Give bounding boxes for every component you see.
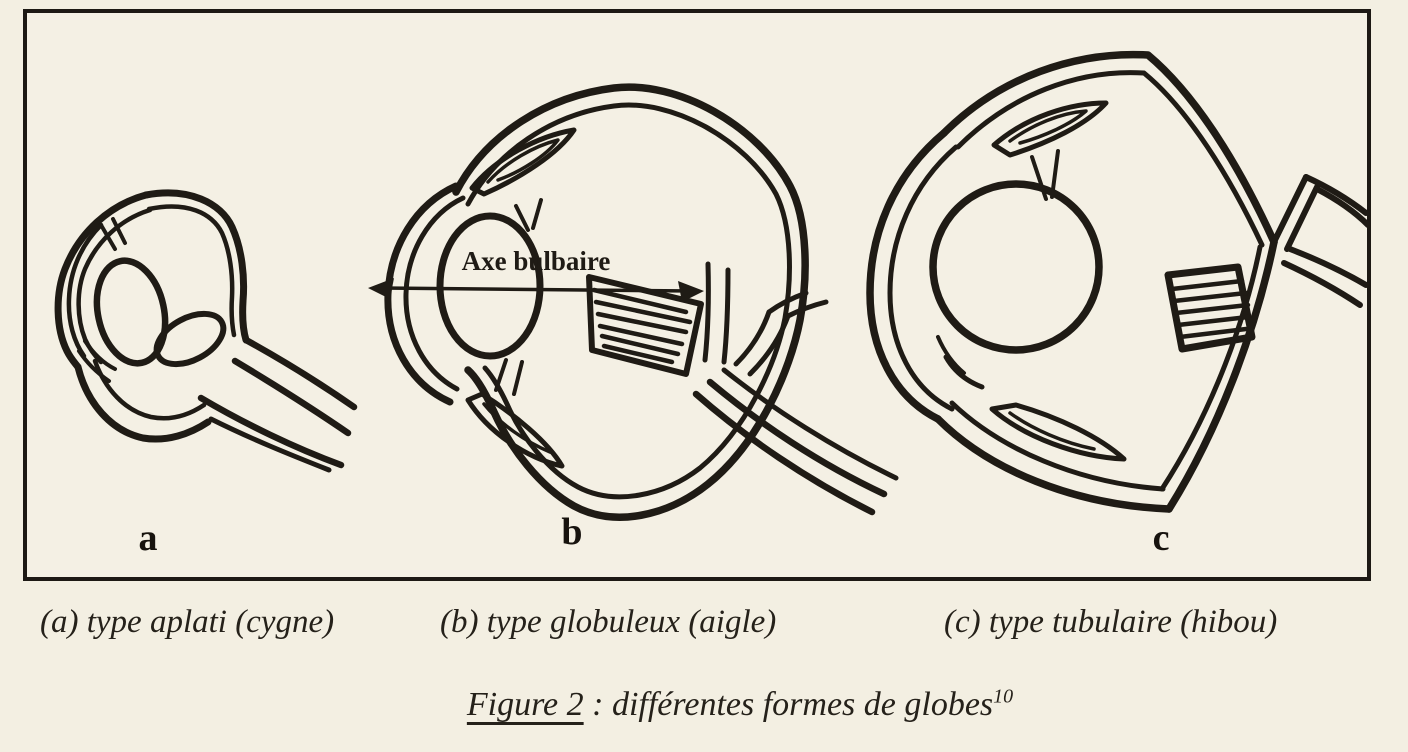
- panel-letter-a: a: [138, 517, 158, 559]
- bulbar-axis-label: Axe bulbaire: [462, 246, 611, 276]
- pecten: [1164, 263, 1256, 353]
- optic-nerve: [692, 261, 899, 516]
- lens: [929, 180, 1103, 354]
- scleral-ossicle-upper: [991, 100, 1109, 158]
- pecten-hatching: [1169, 278, 1251, 340]
- eye-diagram-tubular: [866, 50, 1370, 513]
- panel-label-flattened: (a) type aplati (cygne): [40, 604, 335, 640]
- sclera-outline: [934, 50, 1278, 513]
- sclera-outline: [54, 189, 250, 443]
- eye-diagram-globular: Axe bulbaire: [368, 83, 899, 521]
- panel-letter-c: c: [1152, 517, 1170, 559]
- panel-letter-b: b: [561, 511, 583, 553]
- optic-nerve: [197, 336, 358, 473]
- figure-border-box: Axe bulbaire: [23, 9, 1371, 581]
- scleral-ossicle-lower: [465, 391, 565, 469]
- figure-caption-title: Figure 2: [466, 686, 584, 723]
- cornea: [384, 182, 466, 406]
- cornea: [866, 129, 959, 423]
- pecten-hatching: [591, 287, 693, 365]
- figure-caption-separator: :: [583, 686, 612, 723]
- optic-nerve: [1271, 174, 1370, 308]
- panel-label-globular: (b) type globuleux (aigle): [440, 604, 777, 640]
- ciliary-junction-strokes: [77, 217, 127, 383]
- sclera-outline: [452, 83, 809, 521]
- zonule-strokes: [494, 198, 543, 396]
- lens: [93, 257, 169, 367]
- bulbar-axis-arrow: [368, 278, 704, 302]
- figure-caption-footnote-ref: 10: [993, 685, 1014, 708]
- lens: [436, 212, 544, 360]
- pecten-oval: [153, 310, 227, 368]
- scleral-ossicle-upper: [469, 127, 577, 197]
- figure-caption-text: différentes formes de globes: [611, 686, 994, 723]
- figure-caption: Figure 2 : différentes formes de globes1…: [72, 686, 1408, 724]
- pecten: [586, 274, 704, 377]
- eye-diagram-flattened: [54, 189, 358, 473]
- arrowhead-left: [368, 278, 394, 299]
- panel-label-tubular: (c) type tubulaire (hibou): [944, 604, 1278, 640]
- arrowhead-right: [678, 281, 704, 302]
- panel-labels-row: (a) type aplati (cygne) (b) type globule…: [0, 604, 1408, 654]
- scleral-ossicle-lower: [989, 402, 1127, 462]
